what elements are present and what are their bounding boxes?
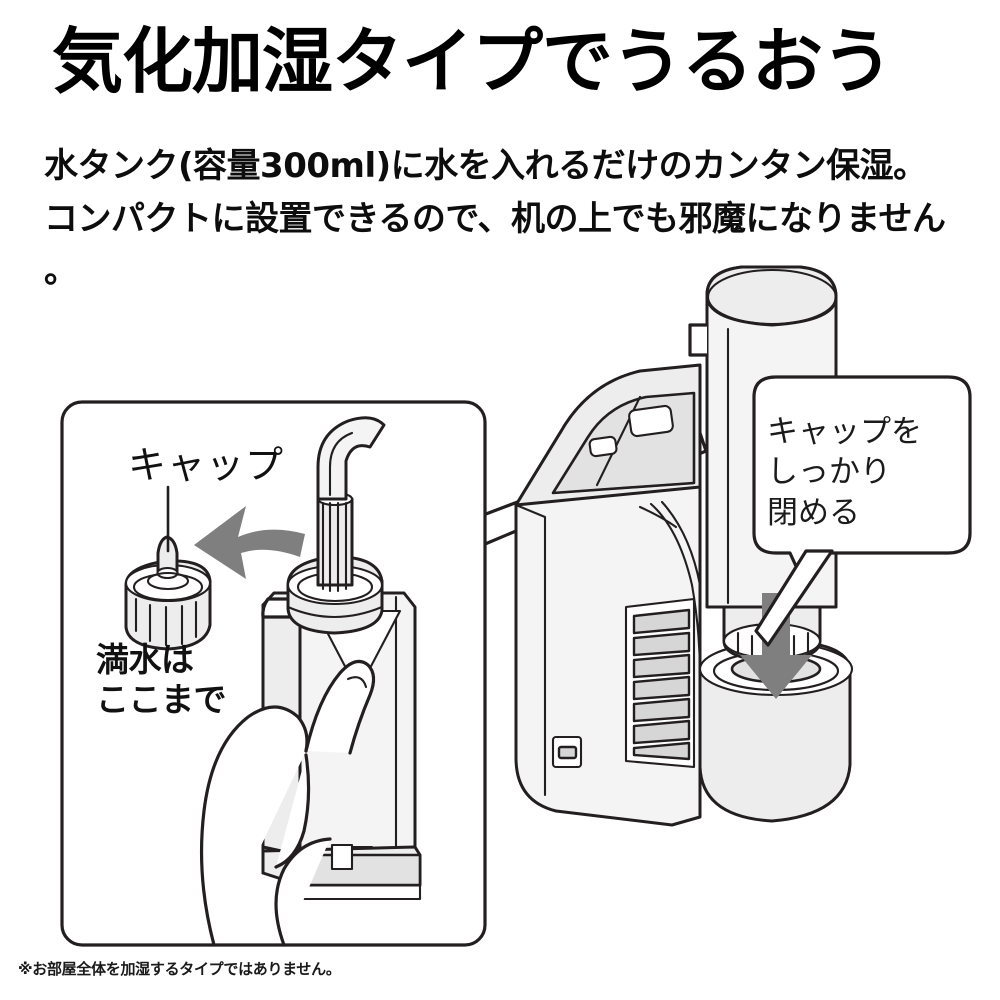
duct-line-b	[660, 500, 702, 587]
cap-label: キャップ	[128, 443, 285, 487]
down-arrow-icon	[740, 593, 812, 699]
tank-spout	[316, 416, 386, 501]
panel-button-large	[628, 404, 674, 438]
air-outlet-grille	[624, 597, 696, 769]
page-title: 気化加湿タイプでうるおう	[52, 20, 893, 103]
inset-panel	[60, 400, 487, 947]
hand	[199, 659, 376, 947]
body-copy-line-1: 水タンク(容量300ml)に水を入れるだけのカンタン保湿。	[44, 146, 927, 186]
illustration-area: .ln0 { fill:none; stroke:#231f20; stroke…	[0, 255, 1000, 955]
full-water-label-line-2: ここまで	[96, 680, 227, 720]
tank-cap-detached	[124, 535, 212, 651]
callout-bubble	[752, 375, 972, 647]
curved-arrow-left-icon	[194, 506, 305, 579]
footnote: ※お部屋全体を加湿するタイプではありません。	[18, 960, 341, 978]
duct-line-c	[638, 505, 678, 529]
front-port-icon	[551, 735, 583, 769]
humidifier-device	[468, 265, 854, 827]
body-copy: 水タンク(容量300ml)に水を入れるだけのカンタン保湿。 コンパクトに設置でき…	[44, 140, 974, 298]
body-copy-line-3: 。	[44, 251, 78, 292]
full-water-label-line-1: 満水は	[96, 640, 194, 679]
callout-line-2: しっかり	[767, 454, 891, 491]
full-water-label: 満水は ここまで	[96, 640, 227, 721]
callout-text: キャップを しっかり 閉める	[767, 412, 922, 533]
callout-line-3: 閉める	[767, 494, 860, 531]
body-copy-line-2: コンパクトに設置できるので、机の上でも邪魔になりません	[44, 198, 946, 239]
callout-line-1: キャップを	[767, 414, 922, 450]
panel-button-small	[588, 435, 618, 458]
